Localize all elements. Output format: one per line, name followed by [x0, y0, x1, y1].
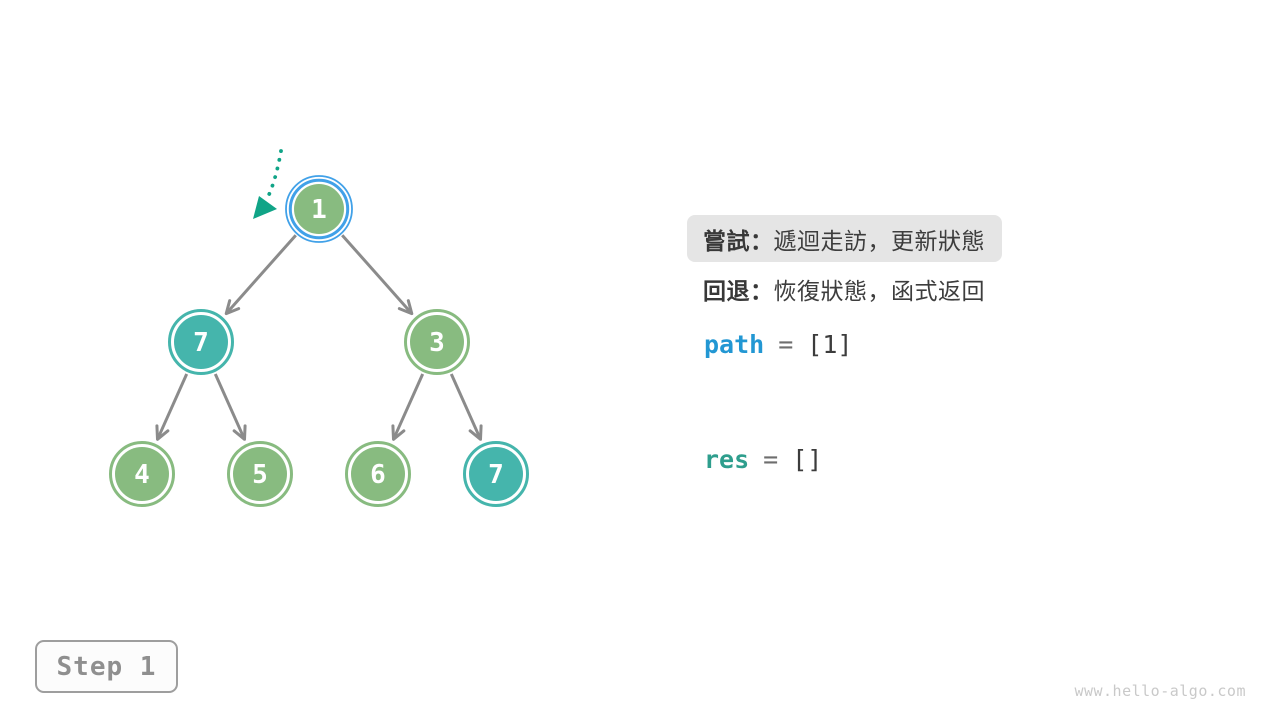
edge-7-5	[213, 373, 247, 441]
variable-res: res = []	[704, 445, 822, 475]
node-label: 6	[370, 460, 386, 490]
path-variable-name: path	[704, 330, 765, 359]
edge-1-7	[224, 234, 297, 316]
tree-node-7-right: 7	[463, 441, 529, 507]
path-variable-value: [1]	[807, 330, 853, 359]
node-label: 7	[193, 328, 209, 358]
legend-backtrack-text: 恢復狀態，函式返回	[773, 278, 985, 304]
edge-3-7	[449, 373, 483, 441]
edge-3-6	[391, 373, 425, 441]
edge-7-4	[155, 373, 189, 441]
tree-node-4: 4	[109, 441, 175, 507]
legend-backtrack: 回退：恢復狀態，函式返回	[703, 277, 985, 305]
pointer-arrow-icon	[253, 149, 283, 219]
legend-try: 嘗試：遞迴走訪，更新狀態	[687, 215, 1002, 262]
tree-node-6: 6	[345, 441, 411, 507]
equals-sign: =	[778, 330, 794, 359]
legend-backtrack-label: 回退：	[703, 278, 774, 304]
tree-node-7-left: 7	[168, 309, 234, 375]
legend-try-label: 嘗試：	[703, 227, 774, 254]
tree-node-5: 5	[227, 441, 293, 507]
res-variable-name: res	[704, 445, 750, 474]
node-label: 5	[252, 460, 268, 490]
node-label: 7	[488, 460, 504, 490]
edge-1-3	[341, 234, 414, 316]
node-label: 3	[429, 328, 445, 358]
res-variable-value: []	[792, 445, 823, 474]
watermark: www.hello-algo.com	[1074, 682, 1246, 700]
tree-node-3: 3	[404, 309, 470, 375]
tree-edges	[155, 234, 483, 441]
node-label: 4	[134, 460, 150, 490]
variable-path: path = [1]	[704, 330, 852, 360]
legend-try-text: 遞迴走訪，更新狀態	[773, 227, 985, 254]
node-label: 1	[311, 195, 327, 225]
tree-node-root-1: 1	[285, 175, 353, 243]
step-badge: Step 1	[35, 640, 178, 693]
binary-tree-diagram: 1 7 3 4 5 6 7	[109, 149, 529, 507]
equals-sign: =	[763, 445, 779, 474]
